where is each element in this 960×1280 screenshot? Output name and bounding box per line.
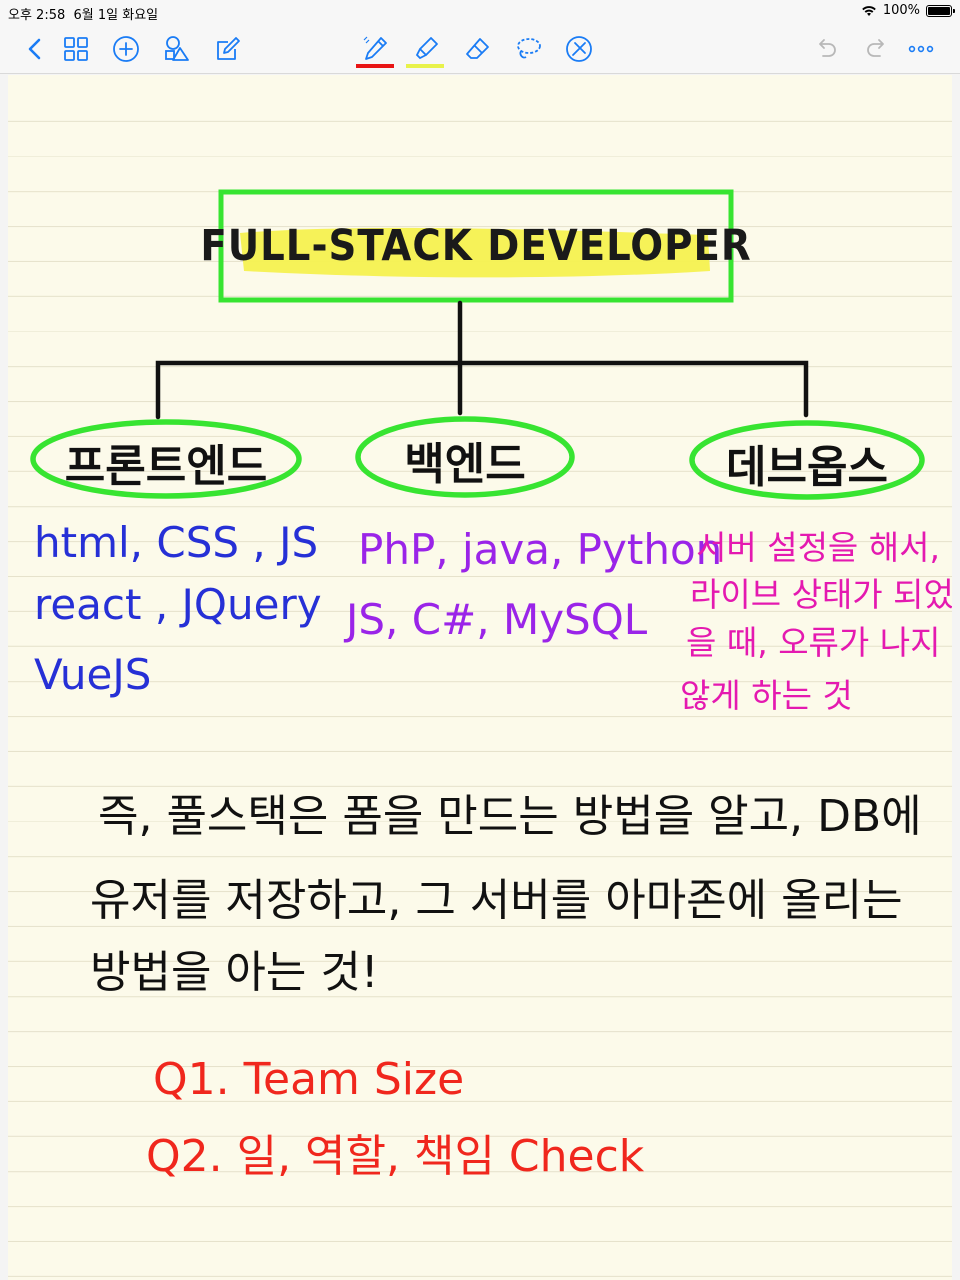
more-icon[interactable] [904,32,938,66]
devops-item: 을 때, 오류가 나지 [686,623,941,662]
mindmap-drawing [30,189,925,500]
pen-icon[interactable] [358,32,392,66]
back-icon[interactable] [18,32,52,66]
devops-item: 서버 설정을 해서, [696,528,940,567]
branch-label-devops: 데브옵스 [726,442,888,493]
branch-ellipse-backend [355,416,575,498]
toolbar [0,24,960,74]
highlighter-icon[interactable] [409,32,443,66]
question-item: Q1. Team Size [153,1054,465,1105]
summary-line: 방법을 아는 것! [90,947,379,998]
lasso-icon[interactable] [511,32,545,66]
question-item: Q2. 일, 역할, 책임 Check [146,1131,645,1182]
title-highlight [240,227,710,278]
status-bar: 오후 2:58 6월 1일 화요일 100% [0,0,960,24]
frontend-item: react , JQuery [34,580,322,629]
title-box [218,189,734,303]
wifi-icon [862,5,876,16]
highlighter-color-indicator [406,64,444,68]
devops-item: 라이브 상태가 되었 [690,575,952,614]
branch-ellipse-devops [689,420,925,500]
shapes-icon[interactable] [160,32,194,66]
branch-label-backend: 백엔드 [404,439,526,490]
undo-icon[interactable] [809,32,843,66]
connector-lines [155,300,809,420]
frontend-item: html, CSS , JS [34,518,319,567]
status-right: 100% [861,3,955,18]
devops-item: 않게 하는 것 [680,676,853,715]
branch-label-frontend: 프론트엔드 [64,441,268,492]
add-icon[interactable] [109,32,143,66]
status-time: 오후 2:58 6월 1일 화요일 [8,8,159,23]
edit-icon[interactable] [211,32,245,66]
pen-color-indicator [356,64,394,68]
frontend-item: VueJS [34,650,152,699]
laser-pointer-icon[interactable] [562,32,596,66]
backend-item: JS, C#, MySQL [346,595,648,644]
thumbnails-icon[interactable] [59,32,93,66]
summary-line: 즉, 풀스택은 폼을 만드는 방법을 알고, DB에 [98,791,922,842]
redo-icon[interactable] [860,32,894,66]
title-text: FULL-STACK DEVELOPER [200,221,752,271]
battery-icon [926,4,955,17]
eraser-icon[interactable] [461,32,495,66]
note-page[interactable]: FULL-STACK DEVELOPER 프론트엔드 백엔드 데브옵스 html… [8,75,952,1280]
backend-item: PhP, java, Python [358,525,723,574]
battery-percent: 100% [882,3,920,18]
branch-ellipse-frontend [30,419,302,499]
summary-line: 유저를 저장하고, 그 서버를 아마존에 올리는 [90,875,903,926]
